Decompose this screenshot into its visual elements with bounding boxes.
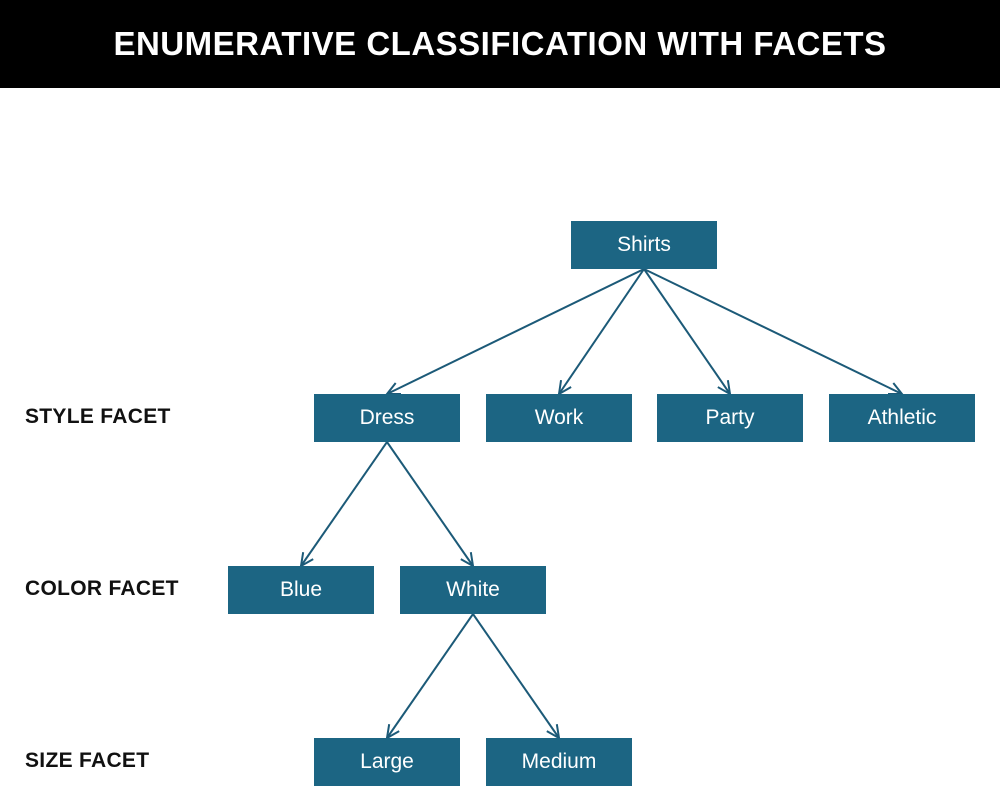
- node-work: Work: [486, 394, 632, 442]
- diagram-title: ENUMERATIVE CLASSIFICATION WITH FACETS: [113, 25, 887, 62]
- edge-shirts-work: [557, 268, 645, 396]
- edge-dress-blue: [299, 441, 388, 568]
- node-white: White: [400, 566, 546, 614]
- edge-white-large: [385, 613, 474, 740]
- edge-shirts-party: [643, 268, 732, 396]
- node-large: Large: [314, 738, 460, 786]
- arrowhead: [385, 724, 400, 740]
- edge-white-medium: [472, 613, 561, 740]
- color-facet-label: COLOR FACET: [25, 577, 179, 600]
- arrowhead: [546, 724, 561, 740]
- edge-shirts-dress: [384, 268, 645, 396]
- size-facet-label: SIZE FACET: [25, 749, 150, 772]
- node-party: Party: [657, 394, 803, 442]
- style-facet-label: STYLE FACET: [25, 405, 171, 428]
- node-dress: Dress: [314, 394, 460, 442]
- edge-dress-white: [386, 441, 475, 568]
- node-medium: Medium: [486, 738, 632, 786]
- node-blue: Blue: [228, 566, 374, 614]
- arrowhead: [557, 380, 572, 396]
- arrowhead: [717, 380, 732, 396]
- node-shirts: Shirts: [571, 221, 717, 269]
- node-athletic: Athletic: [829, 394, 975, 442]
- title-bar: ENUMERATIVE CLASSIFICATION WITH FACETS: [0, 0, 1000, 88]
- arrowhead: [460, 552, 475, 568]
- edge-shirts-athletic: [643, 268, 905, 396]
- arrowhead: [299, 552, 314, 568]
